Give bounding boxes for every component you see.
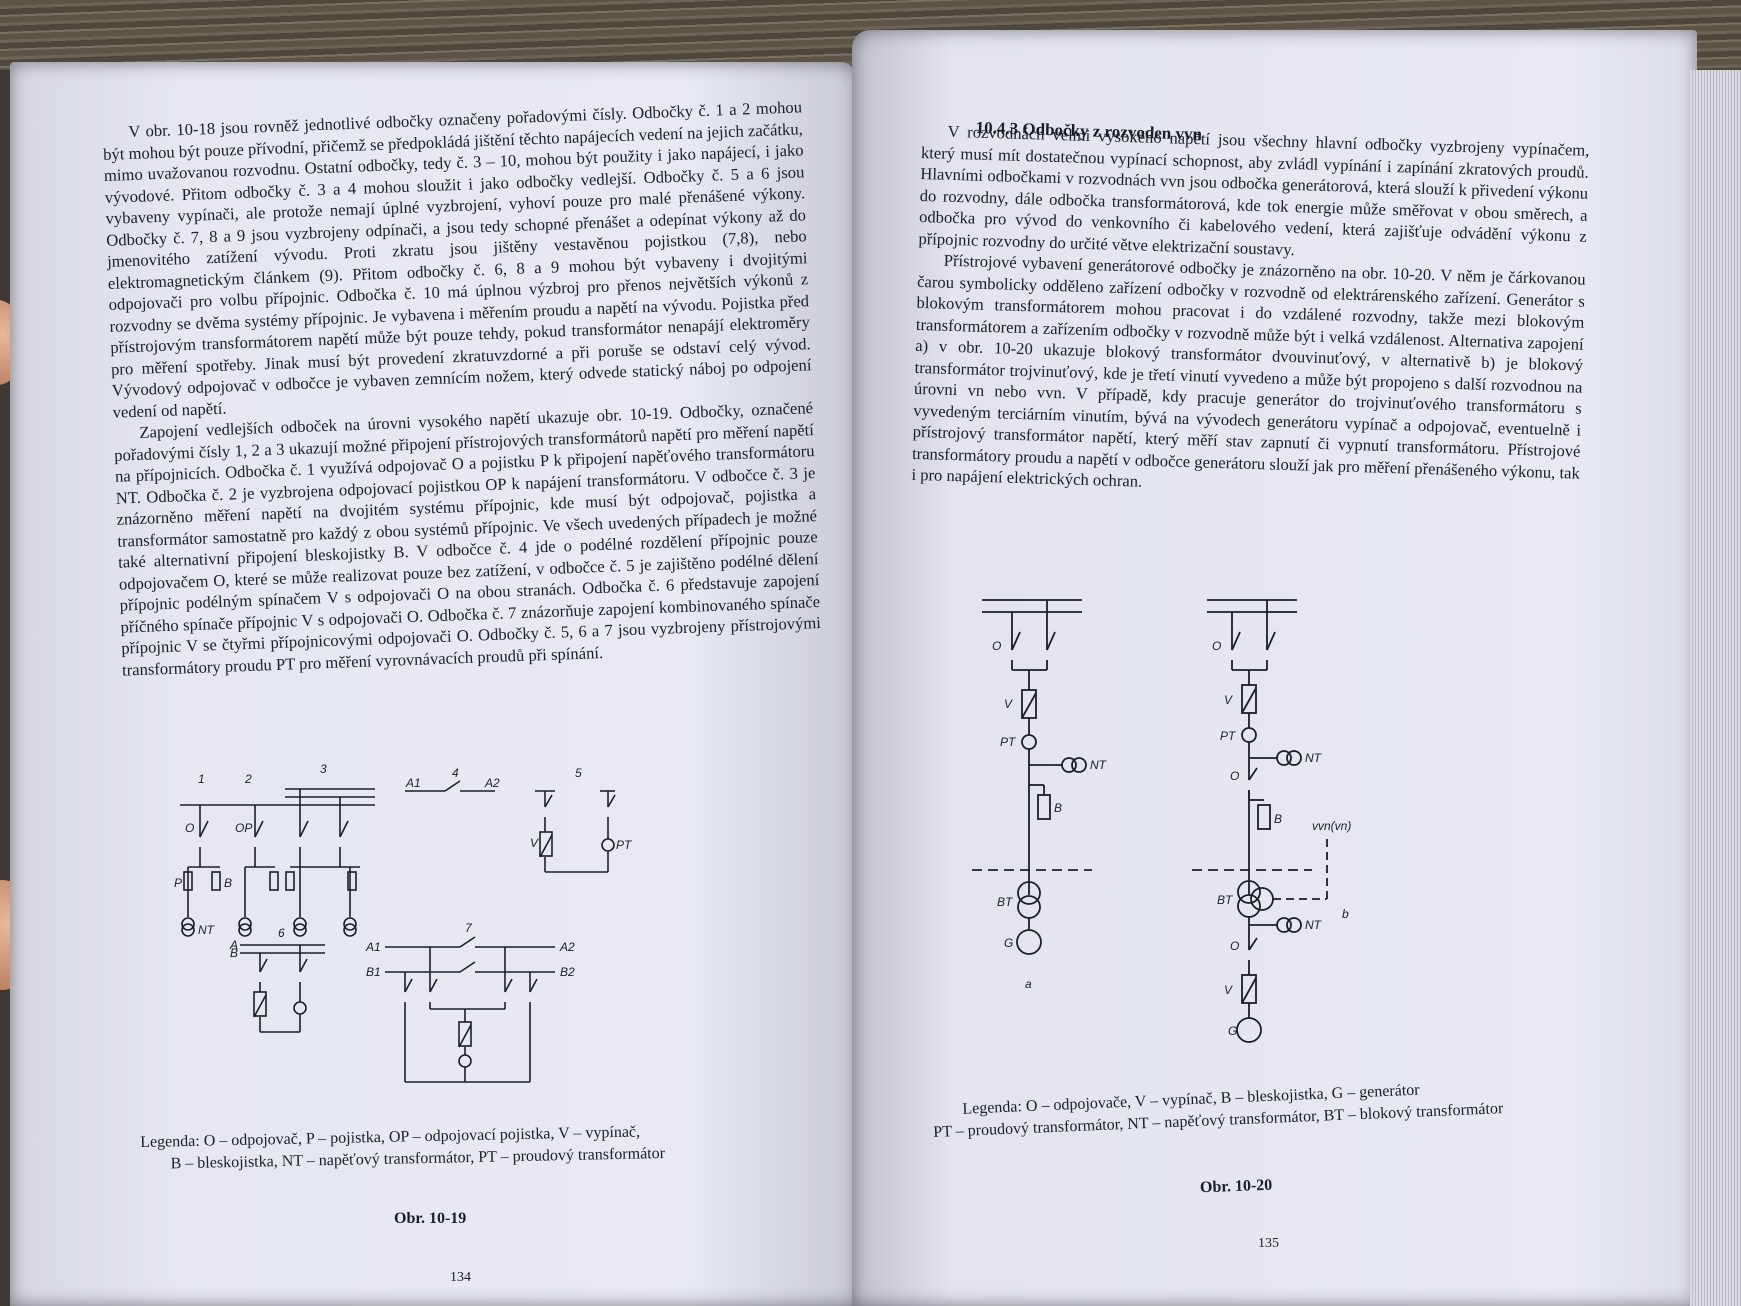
fig20-label-pt-b: PT <box>1220 729 1237 743</box>
left-legend: Legenda: O – odpojovač, P – pojistka, OP… <box>140 1119 781 1176</box>
diagram-label-o: O <box>185 821 194 835</box>
fig20-label-g-b: G <box>1228 1024 1237 1038</box>
left-page-number: 134 <box>450 1270 471 1285</box>
left-body-text: V obr. 10-18 jsou rovněž jednotlivé odbo… <box>102 96 822 680</box>
diagram-label-b1: B1 <box>366 965 381 979</box>
right-page: 10.4.3 Odbočky z rozvoden vvn V rozvodná… <box>852 30 1697 1306</box>
diagram-label-pt: PT <box>616 838 633 852</box>
figure-10-19: 1 2 3 4 5 6 7 O OP P B NT V PT A1 A2 A1 … <box>174 762 633 1083</box>
fig20-label-bt-a: BT <box>997 895 1014 909</box>
diagram-label-v: V <box>530 836 539 850</box>
fig20-label-nt2-b: NT <box>1305 918 1323 932</box>
diagram-label-nt: NT <box>198 923 216 937</box>
fig20-label-o2-b: O <box>1230 769 1239 783</box>
diagram-label-a1-b: A1 <box>365 940 381 954</box>
right-page-number: 135 <box>1258 1236 1279 1251</box>
left-paragraph-1: V obr. 10-18 jsou rovněž jednotlivé odbo… <box>102 97 812 422</box>
fig20-label-b-a: B <box>1054 801 1062 815</box>
fig20-label-o3-b: O <box>1230 939 1239 953</box>
fig20-label-bt-b: BT <box>1217 893 1234 907</box>
diagram-label-6: 6 <box>278 926 285 940</box>
diagram-label-2: 2 <box>244 772 252 786</box>
left-page: V obr. 10-18 jsou rovněž jednotlivé odbo… <box>10 62 858 1306</box>
diagram-label-p: P <box>174 876 182 890</box>
fig20-label-v2-b: V <box>1224 983 1233 997</box>
fig20-label-b-b: B <box>1274 812 1282 826</box>
right-figure-caption: Obr. 10-20 <box>1199 1176 1273 1197</box>
book-page-edges <box>1690 70 1741 1306</box>
diagram-label-3: 3 <box>320 762 327 776</box>
diagram-label-a: A <box>229 938 238 952</box>
diagram-label-4: 4 <box>452 766 459 780</box>
diagram-label-a2-b: A2 <box>559 940 575 954</box>
figure-10-20: O V PT NT B BT G a O V PT NT O B vvn(vn)… <box>972 599 1351 1043</box>
fig20-label-g-a: G <box>1004 936 1013 950</box>
right-paragraph-1: V rozvodnách velmi vysokého napětí jsou … <box>918 121 1590 259</box>
diagram-label-b-bus: B <box>230 946 238 960</box>
fig20-label-o-b: O <box>1212 639 1221 653</box>
fig20-label-v-a: V <box>1004 697 1013 711</box>
fig20-label-nt-a: NT <box>1090 758 1108 772</box>
diagram-label-1: 1 <box>198 772 205 786</box>
fig20-label-b-variant: b <box>1342 907 1349 921</box>
diagram-label-b: B <box>224 876 232 890</box>
fig20-label-pt-a: PT <box>1000 735 1017 749</box>
fig20-label-v-b: V <box>1224 693 1233 707</box>
left-figure-caption: Obr. 10-19 <box>394 1210 467 1227</box>
fig20-label-nt-b: NT <box>1305 751 1323 765</box>
right-body-text: V rozvodnách velmi vysokého napětí jsou … <box>911 120 1590 505</box>
diagram-label-a1: A1 <box>405 776 421 790</box>
left-paragraph-2: Zapojení vedlejších odboček na úrovni vy… <box>113 398 822 680</box>
right-paragraph-2: Přístrojové vybavení generátorové odbočk… <box>911 250 1586 491</box>
diagram-label-5: 5 <box>575 766 582 780</box>
diagram-label-op: OP <box>235 821 252 835</box>
fig20-label-o-a: O <box>992 639 1001 653</box>
diagram-label-b2: B2 <box>560 965 575 979</box>
fig20-label-vvn: vvn(vn) <box>1312 819 1351 833</box>
diagram-label-7: 7 <box>465 921 473 935</box>
fig20-label-a: a <box>1025 977 1032 991</box>
diagram-label-a2: A2 <box>484 776 500 790</box>
